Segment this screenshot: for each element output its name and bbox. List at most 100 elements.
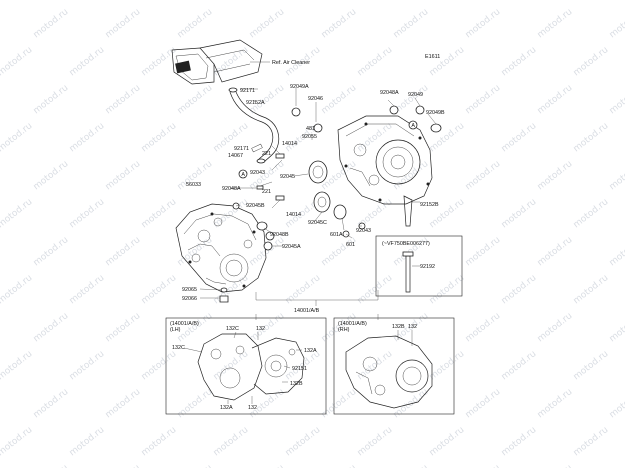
diagram-code: E1611	[425, 54, 440, 60]
watermark-text: motod.ru	[572, 349, 611, 382]
lh-label-92151: 92151	[292, 366, 307, 372]
watermark-text: motod.ru	[464, 7, 503, 40]
watermark-text: motod.ru	[356, 425, 395, 458]
label-92049a: 92049A	[290, 84, 309, 90]
watermark-text: motod.ru	[320, 235, 359, 268]
watermark-text: motod.ru	[140, 197, 179, 230]
watermark-text: motod.ru	[536, 463, 575, 468]
watermark-text: motod.ru	[572, 121, 611, 154]
watermark-text: motod.ru	[608, 159, 625, 192]
watermark-text: motod.ru	[608, 83, 625, 116]
watermark-text: motod.ru	[0, 197, 34, 230]
lh-crankcase-box: (14001/A/B) (LH) 132C 132C 132 132A 9215…	[165, 317, 327, 415]
label-92048a-left: 92048A	[222, 186, 241, 192]
watermark-text: motod.ru	[464, 159, 503, 192]
crankcase-left-half	[175, 203, 267, 293]
air-cleaner-reference: Ref. Air Cleaner	[171, 39, 310, 85]
rh-label-132b: 132B	[392, 324, 405, 330]
label-481: 481	[306, 126, 315, 132]
watermark-text: motod.ru	[32, 83, 71, 116]
callout-a-markers: A A	[238, 120, 418, 179]
lh-ref: (14001/A/B)	[170, 321, 199, 327]
watermark-text: motod.ru	[248, 7, 287, 40]
callout-a-right: A	[411, 123, 415, 129]
watermark-text: motod.ru	[572, 45, 611, 78]
watermark-text: motod.ru	[68, 197, 107, 230]
watermark-text: motod.ru	[428, 425, 467, 458]
watermark-text: motod.ru	[104, 7, 143, 40]
watermark-text: motod.ru	[320, 387, 359, 420]
watermark-text: motod.ru	[572, 425, 611, 458]
label-92192: 92192	[420, 264, 435, 270]
label-221-top: 221	[262, 151, 271, 157]
watermark-text: motod.ru	[464, 83, 503, 116]
label-221-bottom: 221	[262, 189, 271, 195]
watermark-text: motod.ru	[68, 45, 107, 78]
watermark-text: motod.ru	[68, 425, 107, 458]
watermark-text: motod.ru	[104, 83, 143, 116]
watermark-text: motod.ru	[392, 159, 431, 192]
watermark-text: motod.ru	[464, 463, 503, 468]
watermark-text: motod.ru	[500, 45, 539, 78]
part-labels: 92171 92152A 92049A 92046 481 92055 1401…	[182, 84, 445, 302]
label-92048a-right: 92048A	[380, 90, 399, 96]
watermark-text: motod.ru	[500, 273, 539, 306]
watermark-text: motod.ru	[464, 387, 503, 420]
watermark-text: motod.ru	[176, 7, 215, 40]
watermark-text: motod.ru	[392, 463, 431, 468]
watermark-text: motod.ru	[500, 349, 539, 382]
watermark-text: motod.ru	[176, 311, 215, 344]
rh-crankcase-box: (14001/A/B) (RH) 132B 132	[333, 317, 455, 415]
watermark-text: motod.ru	[536, 83, 575, 116]
watermark-text: motod.ru	[32, 7, 71, 40]
model-note: (~VF750BE006277)	[382, 241, 430, 247]
watermark-text: motod.ru	[32, 235, 71, 268]
label-14067: 14067	[228, 153, 243, 159]
watermark-text: motod.ru	[464, 311, 503, 344]
watermark-text: motod.ru	[68, 121, 107, 154]
label-92171-mid: 92171	[234, 146, 249, 152]
watermark-text: motod.ru	[212, 349, 251, 382]
watermark-text: motod.ru	[140, 425, 179, 458]
breather-hose	[228, 87, 280, 164]
watermark-text: motod.ru	[284, 273, 323, 306]
watermark-text: motod.ru	[536, 7, 575, 40]
watermark-text: motod.ru	[212, 425, 251, 458]
lh-label-132c-top: 132C	[226, 326, 239, 332]
watermark-text: motod.ru	[0, 273, 34, 306]
watermark-text: motod.ru	[140, 0, 179, 2]
watermark-text: motod.ru	[248, 235, 287, 268]
watermark-text: motod.ru	[428, 0, 467, 2]
watermark-text: motod.ru	[392, 7, 431, 40]
label-56033: 56033	[186, 182, 201, 188]
label-92171-top: 92171	[240, 88, 255, 94]
watermark-text: motod.ru	[212, 197, 251, 230]
watermark-text: motod.ru	[572, 273, 611, 306]
watermark-text: motod.ru	[212, 0, 251, 2]
watermark-text: motod.ru	[356, 349, 395, 382]
watermark-text: motod.ru	[212, 45, 251, 78]
lh-label-132a-right: 132A	[304, 348, 317, 354]
watermark-text: motod.ru	[0, 121, 34, 154]
watermark-text: motod.ru	[68, 0, 107, 2]
label-92152a: 92152A	[246, 100, 265, 106]
watermark-text: motod.ru	[68, 349, 107, 382]
watermark-text: motod.ru	[572, 197, 611, 230]
lh-label-132-bottom: 132	[248, 405, 257, 411]
model-note-box: (~VF750BE006277) 92192	[375, 235, 463, 297]
label-14014-top: 14014	[282, 141, 297, 147]
watermark-text: motod.ru	[428, 349, 467, 382]
watermark-text: motod.ru	[536, 159, 575, 192]
watermark-text: motod.ru	[500, 121, 539, 154]
watermark-text: motod.ru	[140, 349, 179, 382]
rh-label-132: 132	[408, 324, 417, 330]
watermark-text: motod.ru	[572, 0, 611, 2]
watermark-text: motod.ru	[320, 463, 359, 468]
watermark-text: motod.ru	[320, 7, 359, 40]
label-92043-left: 92043	[250, 170, 265, 176]
ref-air-cleaner-label: Ref. Air Cleaner	[272, 60, 310, 66]
label-601: 601	[346, 242, 355, 248]
